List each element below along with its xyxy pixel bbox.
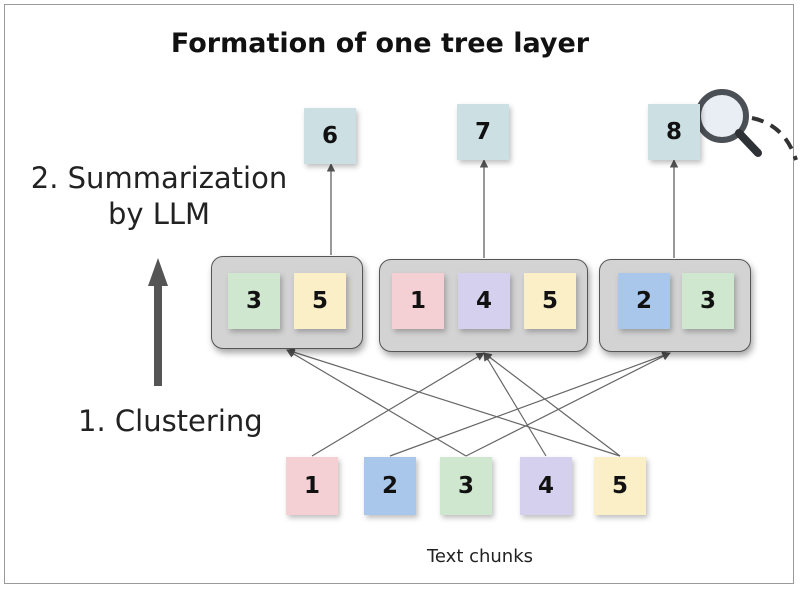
edge-chunk1-cluster2 (311, 352, 485, 457)
cluster-2-member-2: 4 (458, 273, 510, 329)
edge-chunk2-cluster3 (389, 351, 671, 457)
text-chunk-5: 5 (594, 457, 646, 515)
magnifier-icon (695, 89, 798, 161)
cluster-2-member-1: 1 (392, 273, 444, 329)
cluster-3-member-1: 2 (618, 273, 670, 329)
figure-border (4, 4, 794, 584)
edge-chunk5-cluster1 (286, 348, 621, 457)
diagram-title: Formation of one tree layer (170, 28, 590, 59)
text-chunk-2: 2 (364, 457, 416, 515)
edge-chunk4-cluster2 (483, 352, 547, 457)
up-arrow-icon (148, 258, 168, 386)
summary-node-6: 6 (304, 108, 356, 164)
summary-node-8: 8 (648, 104, 700, 160)
edge-chunk3-cluster3 (465, 352, 671, 457)
cluster-1-member-1: 3 (228, 273, 280, 329)
cluster-2-member-3: 5 (524, 273, 576, 329)
cluster-box-1: 3 5 (211, 256, 363, 349)
text-chunk-1: 1 (286, 457, 338, 515)
cluster-3-member-2: 3 (682, 273, 734, 329)
text-chunk-3: 3 (440, 457, 492, 515)
step-summarization-label: 2. Summarization by LLM (30, 161, 288, 231)
text-chunks-caption: Text chunks (426, 546, 534, 567)
edge-chunk5-cluster2 (483, 352, 621, 457)
step-clustering-label: 1. Clustering (78, 404, 263, 438)
summary-node-7: 7 (457, 104, 509, 160)
edge-chunk3-cluster1 (286, 349, 467, 457)
cluster-box-2: 1 4 5 (379, 259, 588, 352)
cluster-box-3: 2 3 (599, 259, 751, 352)
text-chunk-4: 4 (520, 457, 572, 515)
cluster-1-member-2: 5 (294, 273, 346, 329)
